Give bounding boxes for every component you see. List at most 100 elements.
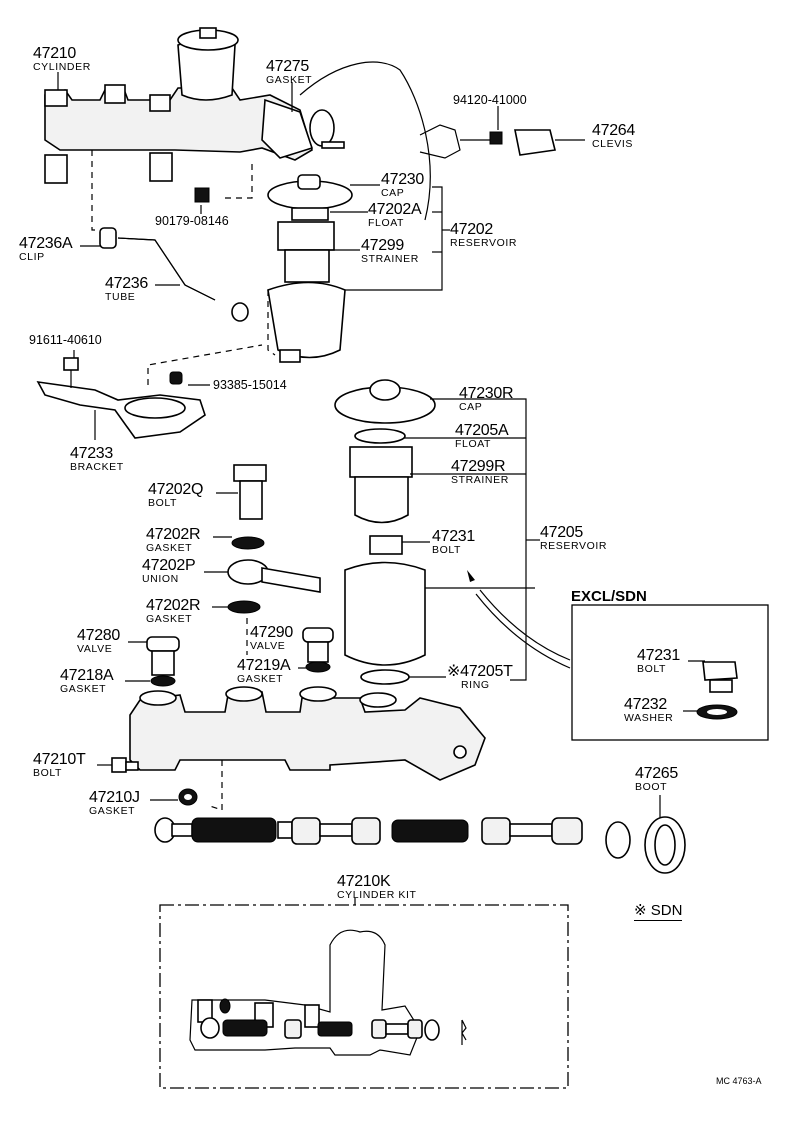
part-name: RESERVOIR <box>450 237 518 249</box>
label-47232: 47232 WASHER <box>624 697 673 724</box>
part-name: GASKET <box>89 805 136 817</box>
part-number: 47210T <box>33 751 86 768</box>
part-number: 47210K <box>337 873 391 890</box>
part-number: 47210 <box>33 45 76 62</box>
hose-line-1 <box>479 589 571 661</box>
kit-spring-1 <box>222 1019 268 1037</box>
label-47290: 47290 VALVE <box>250 625 293 652</box>
kit-frame <box>159 904 569 1089</box>
part-number: 47202 <box>450 221 493 238</box>
gasket-47219A <box>305 661 331 673</box>
part-number: 47205 <box>540 524 583 541</box>
part-name: FLOAT <box>455 438 492 450</box>
snap-ring <box>605 821 631 859</box>
strainer-47299R-body <box>354 476 409 524</box>
label-47299: 47299 STRAINER <box>361 238 419 265</box>
cap-knob <box>297 174 321 190</box>
part-name: GASKET <box>237 673 284 685</box>
valve-47290-body <box>307 641 329 663</box>
bolt-47231-excl-thread <box>709 679 733 693</box>
union-47202P-stem <box>261 567 321 593</box>
dash-clip-guide <box>91 150 100 231</box>
kit-valve-2 <box>304 1004 320 1028</box>
piston-seal-1 <box>277 821 293 839</box>
part-name: CAP <box>381 187 405 199</box>
reservoir-lid-knob <box>199 27 217 39</box>
part-number: 47236A <box>19 235 73 252</box>
piston-1 <box>291 817 321 845</box>
kit-piston-3 <box>407 1019 423 1039</box>
reservoir-outlet <box>279 349 301 363</box>
reservoir-47205-body <box>344 561 426 666</box>
label-47210K: 47210K CYLINDER KIT <box>337 874 417 901</box>
part-number: 47202A <box>368 201 422 218</box>
tube-inner <box>117 237 216 301</box>
bolt-and-gasket <box>97 757 198 806</box>
kit-piston-tip <box>200 1017 220 1039</box>
fitting-top-2 <box>149 94 171 112</box>
label-47205: 47205 RESERVOIR <box>540 525 607 552</box>
part-name: STRAINER <box>451 474 509 486</box>
part-name: FLOAT <box>368 217 405 229</box>
part-name: BOLT <box>637 663 667 675</box>
excl-sdn-inset <box>571 604 769 741</box>
part-number: 47232 <box>624 696 667 713</box>
part-name: CYLINDER <box>33 61 91 73</box>
inset-frame <box>571 604 769 741</box>
piston-rod-1 <box>171 823 193 837</box>
part-number: 47202Q <box>148 481 204 498</box>
label-47236A: 47236A CLIP <box>19 235 73 263</box>
part-name: RING <box>461 679 490 691</box>
part-number: 47290 <box>250 624 293 641</box>
label-47202: 47202 RESERVOIR <box>450 222 517 249</box>
fitting-top <box>104 84 126 104</box>
boot-47265-inner <box>654 824 676 866</box>
kit-gasket-1 <box>219 998 231 1014</box>
master-cylinder-assembly-top <box>44 27 585 231</box>
part-number: 47233 <box>70 445 113 462</box>
label-47299R: 47299R STRAINER <box>451 459 509 486</box>
washer-47232-hole <box>707 709 727 715</box>
part-name: CAP <box>459 401 483 413</box>
label-47202R-upper: 47202R GASKET <box>146 526 201 554</box>
piston-assemblies <box>154 795 686 874</box>
part-name: BOLT <box>33 767 63 779</box>
label-47265: 47265 BOOT <box>635 766 678 793</box>
part-name: VALVE <box>250 640 286 652</box>
part-name: CLEVIS <box>592 138 633 150</box>
piston-4 <box>551 817 583 845</box>
part-number: 47231 <box>432 528 475 545</box>
port-3 <box>299 686 337 702</box>
label-47231-excl: 47231 BOLT <box>637 648 680 675</box>
label-47210T: 47210T BOLT <box>33 751 86 779</box>
label-47205T: ※47205T RING <box>447 664 513 691</box>
part-name: VALVE <box>77 643 113 655</box>
float-47202A <box>291 207 329 221</box>
reservoir-body <box>267 281 346 359</box>
legend-sdn-note: ※ SDN <box>634 902 683 921</box>
spring-2 <box>391 819 469 843</box>
bolt-47231-excl-head <box>702 661 738 681</box>
part-name: GASKET <box>146 613 193 625</box>
kit-ring <box>424 1019 440 1041</box>
gasket-47275 <box>309 109 335 147</box>
bracket-assembly <box>36 344 263 440</box>
part-name: GASKET <box>60 683 107 695</box>
part-number: 47275 <box>266 58 309 75</box>
part-number: 47230 <box>381 171 424 188</box>
part-name: TUBE <box>105 291 136 303</box>
part-number: 47202R <box>146 526 201 543</box>
label-47218A: 47218A GASKET <box>60 668 114 695</box>
mount-hole <box>453 745 467 759</box>
label-94120-41000: 94120-41000 <box>453 93 527 107</box>
label-47264: 47264 CLEVIS <box>592 123 635 150</box>
brake-booster-outline <box>299 61 431 221</box>
piston-rod-3 <box>509 823 553 837</box>
kit-snap-ring <box>461 1019 467 1045</box>
label-47275: 47275 GASKET <box>266 59 312 86</box>
piston-2 <box>351 817 381 845</box>
clip-47236A <box>99 227 117 249</box>
bolt-47210T <box>111 757 127 773</box>
cylinder-kit-box <box>159 898 569 1089</box>
